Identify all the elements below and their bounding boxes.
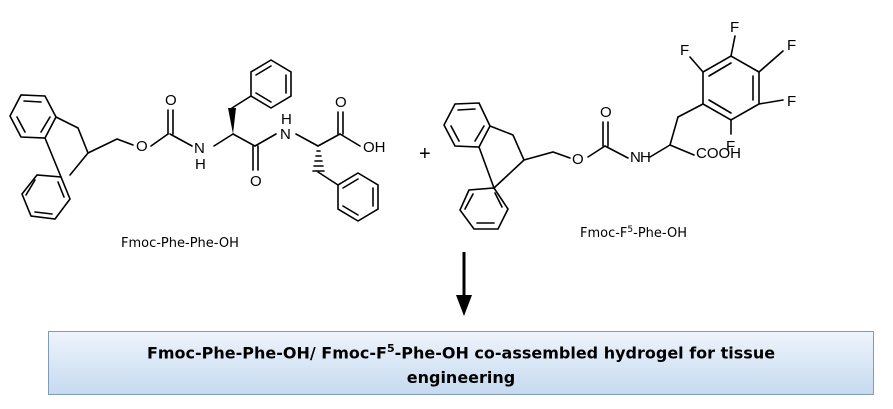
molecule-fmoc-phe-phe-oh: O O N H O N H O OH Fmoc-Phe-Phe-OH	[9, 59, 386, 251]
atom-n-right: N	[630, 149, 641, 166]
caption-right-post: -Phe-OH	[633, 226, 687, 241]
caption-right-sup: 5	[627, 225, 633, 235]
result-box: Fmoc-Phe-Phe-OH/ Fmoc-F5-Phe-OH co-assem…	[48, 331, 874, 395]
hashed-bond	[312, 150, 325, 172]
down-arrow-icon	[456, 252, 472, 316]
atom-n2: N	[280, 126, 291, 143]
phenyl-ring-lower	[337, 172, 379, 222]
result-text: Fmoc-Phe-Phe-OH/ Fmoc-F5-Phe-OH co-assem…	[109, 336, 813, 390]
molecule-fmoc-f5-phe-oh: O O N H COOH F F F F F Fmoc-F5-Phe-OH	[443, 19, 796, 241]
atom-f5: F	[726, 138, 735, 155]
phenyl-ring-upper	[250, 59, 292, 109]
atom-h2: H	[281, 111, 292, 128]
caption-right-pre: Fmoc-F	[580, 226, 627, 241]
result-text-pre: Fmoc-Phe-Phe-OH/ Fmoc-F	[146, 343, 387, 363]
atom-o-ester-left: O	[136, 138, 148, 155]
fluorene-group-right	[443, 102, 525, 230]
atom-o-ester-right: O	[572, 151, 584, 168]
atom-cooh: COOH	[696, 145, 741, 162]
atom-f4: F	[787, 93, 796, 110]
atom-f3: F	[787, 37, 796, 54]
result-text-sup: 5	[386, 341, 395, 355]
pentafluorophenyl-ring	[689, 35, 784, 135]
caption-fmoc-phe-phe-oh: Fmoc-Phe-Phe-OH	[121, 236, 239, 251]
atom-n1: N	[194, 140, 205, 157]
atom-o-amide: O	[250, 173, 262, 190]
atom-f2: F	[730, 19, 739, 36]
atom-h-right: H	[640, 149, 651, 166]
caption-fmoc-f5-phe-oh: Fmoc-F5-Phe-OH	[580, 225, 687, 241]
atom-o-acid: O	[335, 94, 347, 111]
atom-o-carbonyl-left: O	[165, 92, 177, 109]
atom-h1: H	[195, 156, 206, 173]
fluorene-group-left	[9, 94, 89, 220]
plus-sign: +	[419, 143, 431, 165]
atom-f1: F	[680, 42, 689, 59]
atom-oh-left: OH	[363, 139, 386, 156]
atom-o-carbonyl-right: O	[600, 104, 612, 121]
result-text-post: -Phe-OH co-assembled hydrogel for tissue…	[394, 343, 776, 388]
